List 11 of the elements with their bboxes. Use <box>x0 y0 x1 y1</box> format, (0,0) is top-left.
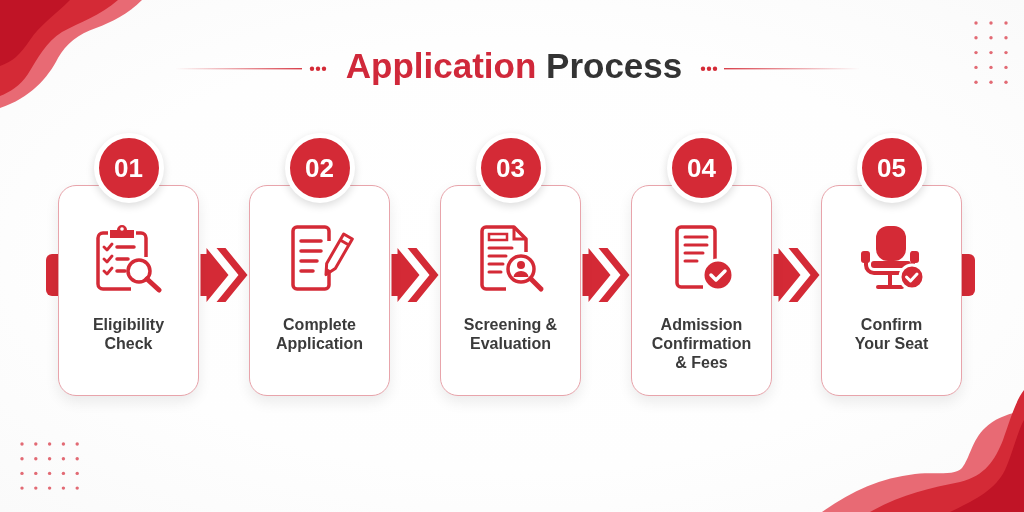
step-label: Confirm Your Seat <box>854 315 929 353</box>
step-label: Complete Application <box>275 315 364 353</box>
step-card <box>821 185 962 396</box>
step-card <box>631 185 772 396</box>
step-card <box>58 185 199 396</box>
step-label: Eligibility Check <box>92 315 165 353</box>
step-label: Admission Confirmation & Fees <box>651 315 752 372</box>
step-card <box>249 185 390 396</box>
title: Application Process <box>345 46 683 86</box>
step-label: Screening & Evaluation <box>463 315 558 353</box>
step-card <box>440 185 581 396</box>
